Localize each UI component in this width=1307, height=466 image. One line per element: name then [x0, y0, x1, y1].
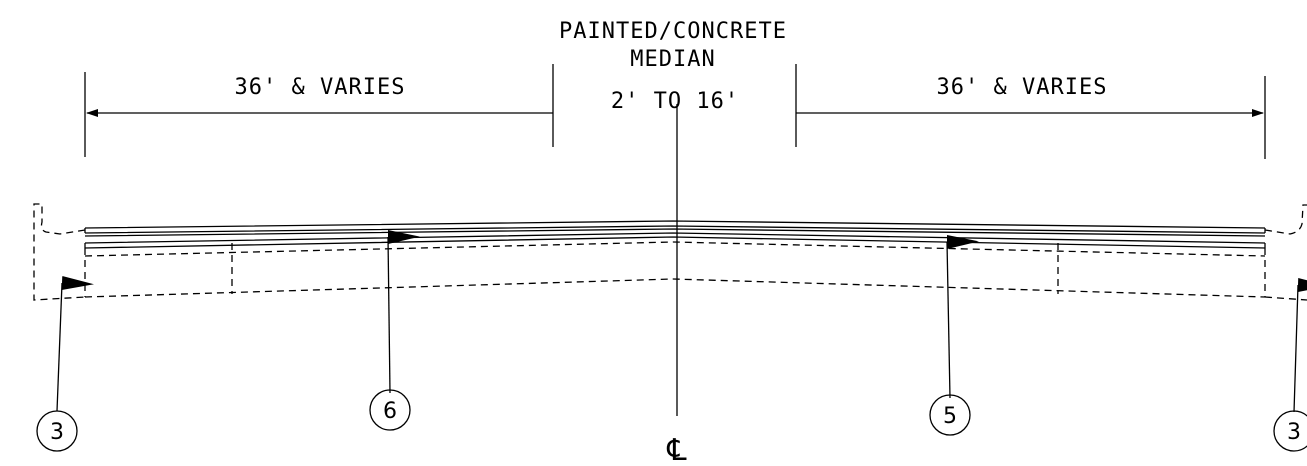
surface-layer-2 [84, 225, 1266, 234]
right-curb-outline [1264, 204, 1307, 235]
leader-left-pavement [387, 230, 420, 394]
callout-leaders [56, 230, 1307, 413]
leader-right-curb [1293, 278, 1307, 413]
callout-number: 5 [943, 404, 957, 429]
callout-circle [36, 410, 78, 452]
top-surface [84, 220, 1266, 229]
dimension-lines [84, 64, 1266, 159]
surface-layer-4 [84, 232, 1266, 244]
right-curb [1264, 204, 1307, 301]
callout-right-curb: 3 [1273, 410, 1307, 452]
base-bottom-line [84, 278, 1266, 298]
left-curb-outline [33, 203, 86, 301]
leader-right-pavement [946, 235, 979, 399]
leader-left-curb [56, 276, 94, 412]
median-width-label: 2' TO 16' [611, 89, 739, 114]
callout-circle [369, 389, 411, 431]
left-curb [33, 203, 86, 301]
callout-number: 3 [1287, 420, 1301, 445]
left-width-label: 36' & VARIES [235, 75, 406, 100]
surface-layer-5 [84, 236, 1266, 249]
right-width-label: 36' & VARIES [937, 75, 1108, 100]
callout-number: 6 [383, 399, 397, 424]
median-title-line1: PAINTED/CONCRETE [559, 19, 787, 44]
callout-left-pavement: 6 [369, 389, 411, 431]
right-curb-bottom [1264, 296, 1307, 301]
median-title-line2: MEDIAN [630, 47, 715, 72]
pavement-layers [84, 220, 1266, 249]
callout-circle [1273, 410, 1307, 452]
base-layers [84, 241, 1266, 298]
callout-circle [929, 394, 971, 436]
callout-left-curb: 3 [36, 410, 78, 452]
callout-number: 3 [50, 420, 64, 445]
surface-layer-3 [84, 228, 1266, 237]
base-top-line [84, 241, 1266, 257]
callout-right-pavement: 5 [929, 394, 971, 436]
centerline-symbol: ℄ [666, 433, 686, 466]
